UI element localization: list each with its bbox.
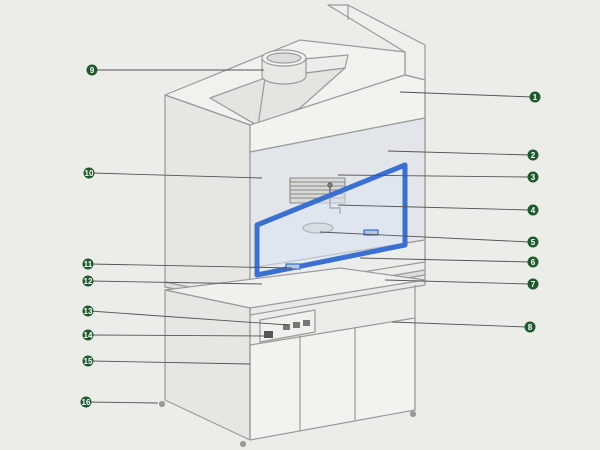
socket-panel (259, 309, 316, 343)
leader-11 (89, 263, 293, 269)
callout-13: 13 (82, 305, 94, 317)
leader-10 (91, 172, 263, 179)
callout-6: 6 (527, 256, 539, 268)
leader-6 (359, 257, 531, 263)
leader-4 (337, 204, 531, 211)
callout-7: 7 (527, 278, 539, 290)
callout-12-label: 12 (84, 277, 93, 286)
callout-1-label: 1 (533, 93, 538, 102)
callout-12: 12 (82, 275, 94, 287)
sash-glass (257, 165, 405, 275)
sash-handle-left (285, 263, 301, 270)
leader-2 (387, 150, 531, 156)
leader-lines (87, 69, 533, 404)
callout-3-label: 3 (531, 173, 536, 182)
callout-6-label: 6 (531, 258, 536, 267)
callout-10-label: 10 (85, 169, 94, 178)
callout-11-label: 11 (84, 260, 93, 269)
callout-14: 14 (82, 329, 94, 341)
leader-15 (89, 360, 251, 365)
callout-15: 15 (82, 355, 94, 367)
callout-2: 2 (527, 149, 539, 161)
foot-front (239, 440, 247, 448)
leader-1 (399, 91, 533, 98)
callout-13-label: 13 (84, 307, 93, 316)
callout-16-label: 16 (82, 398, 91, 407)
callout-4: 4 (527, 204, 539, 216)
callout-9-label: 9 (90, 66, 95, 75)
callout-14-label: 14 (84, 331, 93, 340)
callout-8: 8 (524, 321, 536, 333)
leader-3 (337, 174, 531, 178)
leader-16 (87, 401, 159, 404)
callout-2-label: 2 (531, 151, 536, 160)
callout-10: 10 (83, 167, 95, 179)
leader-14 (89, 334, 266, 337)
callout-1: 1 (529, 91, 541, 103)
callout-badges: 1 2 3 4 5 6 7 8 9 10 11 12 13 14 15 16 (80, 64, 541, 408)
exhaust-collar (261, 49, 307, 85)
callout-5: 5 (527, 236, 539, 248)
leader-7 (384, 279, 531, 285)
foot-right (409, 410, 417, 418)
callout-15-label: 15 (84, 357, 93, 366)
callout-4-label: 4 (531, 206, 536, 215)
callout-7-label: 7 (531, 280, 536, 289)
leader-5 (319, 231, 531, 243)
hood-left-side (164, 94, 251, 301)
callout-11: 11 (82, 258, 94, 270)
sash-frame (254, 162, 408, 278)
foot-left (158, 400, 166, 408)
leader-8 (391, 321, 528, 328)
callout-9: 9 (86, 64, 98, 76)
leader-13 (89, 310, 289, 326)
callout-8-label: 8 (528, 323, 533, 332)
callout-5-label: 5 (531, 238, 536, 247)
callout-3: 3 (527, 171, 539, 183)
fume-hood-illustration (158, 4, 426, 448)
sash-handle-right (363, 229, 379, 236)
callout-16: 16 (80, 396, 92, 408)
leader-12 (89, 280, 263, 285)
